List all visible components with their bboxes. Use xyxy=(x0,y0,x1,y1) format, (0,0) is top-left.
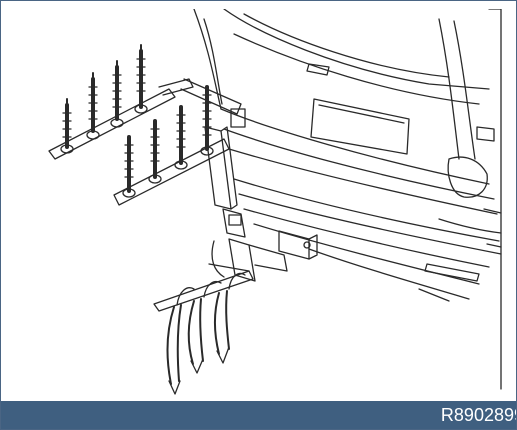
bike-rack-illustration xyxy=(9,9,511,399)
upper-cradle-arms xyxy=(48,44,246,160)
hitch-receiver xyxy=(278,230,318,260)
bike-rack-icon xyxy=(48,9,502,395)
caption-bar: R8902899 xyxy=(1,401,516,429)
figure-reference-code: R8902899 xyxy=(440,405,516,425)
lower-cradle-arms xyxy=(113,85,230,206)
car-body xyxy=(193,9,502,390)
wheel-trays xyxy=(153,263,254,395)
rack-mast xyxy=(204,126,288,282)
